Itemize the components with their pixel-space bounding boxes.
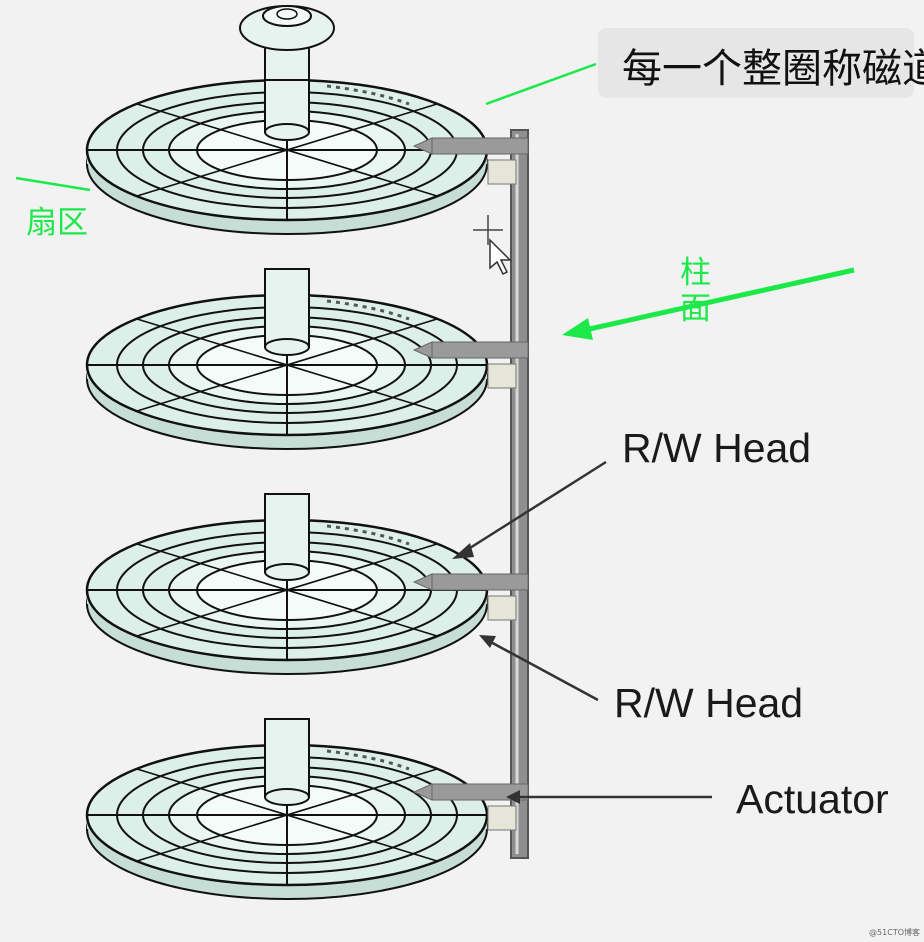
platter-4 <box>85 717 489 901</box>
cylinder-pointer-line <box>584 267 855 333</box>
cursor-icon <box>473 215 512 276</box>
spindle-cap <box>239 5 335 81</box>
sector-label: 扇区 <box>26 205 88 241</box>
track-callout-box <box>598 28 914 98</box>
rw-head-2-pointer-line <box>486 638 599 702</box>
rw-head-label-2: R/W Head <box>614 680 804 726</box>
track-pointer-line <box>485 62 597 106</box>
watermark: @51CTO博客 <box>869 928 920 937</box>
actuator-arrowhead <box>506 790 520 804</box>
actuator-label: Actuator <box>736 776 889 822</box>
track-callout-label: 每一个整圈称磁道 <box>622 46 924 92</box>
platter-2 <box>85 267 489 451</box>
rw-head-label-1: R/W Head <box>622 425 812 471</box>
sector-pointer-line <box>15 176 91 192</box>
rw-head-1-arrowhead <box>452 543 474 559</box>
rw-head-2-arrowhead <box>479 635 496 648</box>
cylinder-label-line2: 面 <box>680 291 711 327</box>
cylinder-arrowhead <box>562 318 593 340</box>
actuator-shaft <box>510 129 529 859</box>
rw-head-1-pointer-line <box>461 460 607 555</box>
cylinder-label-line1: 柱 <box>680 255 711 291</box>
